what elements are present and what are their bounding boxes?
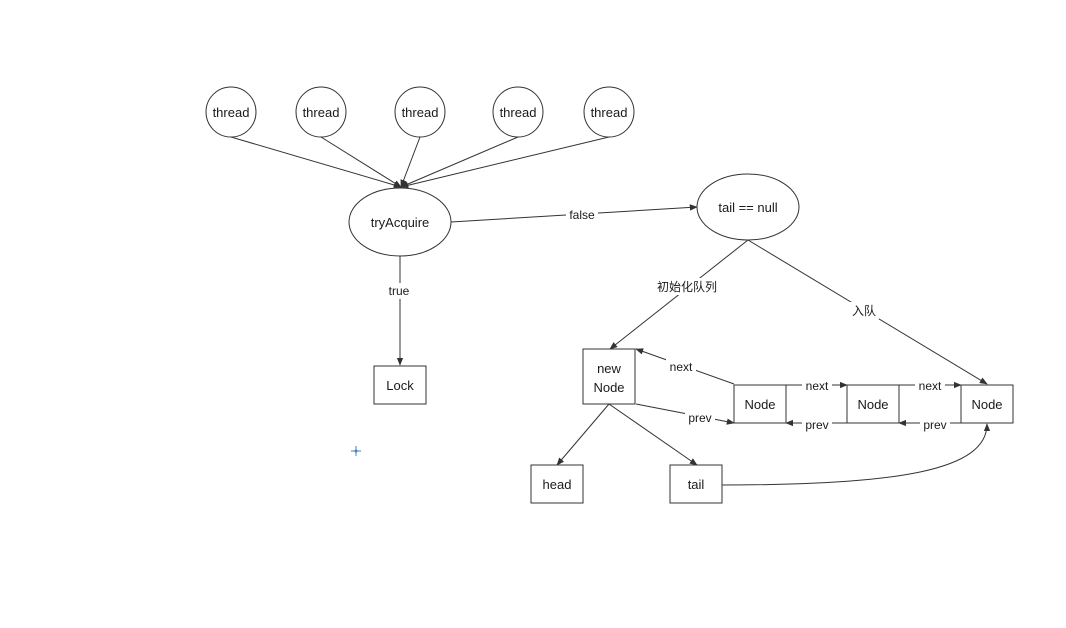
thread-node-4[interactable]: thread	[492, 86, 544, 138]
try-acquire-node[interactable]: tryAcquire	[348, 187, 452, 257]
thread-node-4-label: thread	[500, 105, 537, 120]
head-node[interactable]: head	[530, 464, 584, 504]
queue-node-c[interactable]: Node	[960, 384, 1014, 424]
lock-node[interactable]: Lock	[373, 365, 427, 405]
prev-edge-label-bc: prev	[923, 418, 946, 432]
thread-node-3[interactable]: thread	[394, 86, 446, 138]
init-queue-edge-label: 初始化队列	[657, 279, 717, 294]
tail-null-check-label: tail == null	[718, 200, 777, 215]
thread-node-5[interactable]: thread	[583, 86, 635, 138]
false-edge-label: false	[569, 208, 595, 222]
edge-thread4-to-tryacquire	[400, 136, 519, 188]
next-edge-label-ab: next	[806, 379, 829, 393]
queue-node-a-label: Node	[744, 397, 775, 412]
edge-new-node-to-tail	[608, 403, 698, 466]
prev-edge-label-newnode: prev	[688, 411, 711, 425]
tail-label: tail	[688, 477, 705, 492]
edge-thread2-to-tryacquire	[320, 136, 402, 188]
thread-node-2-label: thread	[303, 105, 340, 120]
tail-null-check-node[interactable]: tail == null	[696, 173, 800, 241]
tail-node[interactable]: tail	[669, 464, 723, 504]
thread-node-1[interactable]: thread	[205, 86, 257, 138]
thread-node-2[interactable]: thread	[295, 86, 347, 138]
queue-node-b-label: Node	[857, 397, 888, 412]
edge-thread3-to-tryacquire	[400, 136, 421, 188]
next-edge-label-newnode: next	[670, 360, 693, 374]
head-label: head	[543, 477, 572, 492]
canvas-cursor-icon	[351, 446, 361, 456]
queue-node-c-label: Node	[971, 397, 1002, 412]
edge-thread1-to-tryacquire	[230, 136, 402, 189]
queue-node-b[interactable]: Node	[846, 384, 900, 424]
true-edge-label: true	[389, 284, 410, 298]
next-edge-label-bc: next	[919, 379, 942, 393]
thread-node-5-label: thread	[591, 105, 628, 120]
new-node[interactable]: new Node	[582, 348, 636, 405]
thread-node-3-label: thread	[402, 105, 439, 120]
edge-thread5-to-tryacquire	[400, 136, 610, 189]
edge-new-node-to-head	[556, 403, 610, 466]
edge-labels: false true 初始化队列 入队 next prev next prev …	[386, 206, 950, 433]
thread-node-1-label: thread	[213, 105, 250, 120]
new-node-label-line2: Node	[593, 380, 624, 395]
edge-tail-to-node-c	[721, 423, 991, 486]
lock-label: Lock	[386, 378, 414, 393]
enqueue-edge-label: 入队	[852, 303, 876, 318]
new-node-label-line1: new	[597, 361, 621, 376]
prev-edge-label-ab: prev	[805, 418, 828, 432]
queue-node-a[interactable]: Node	[733, 384, 787, 424]
try-acquire-label: tryAcquire	[371, 215, 430, 230]
